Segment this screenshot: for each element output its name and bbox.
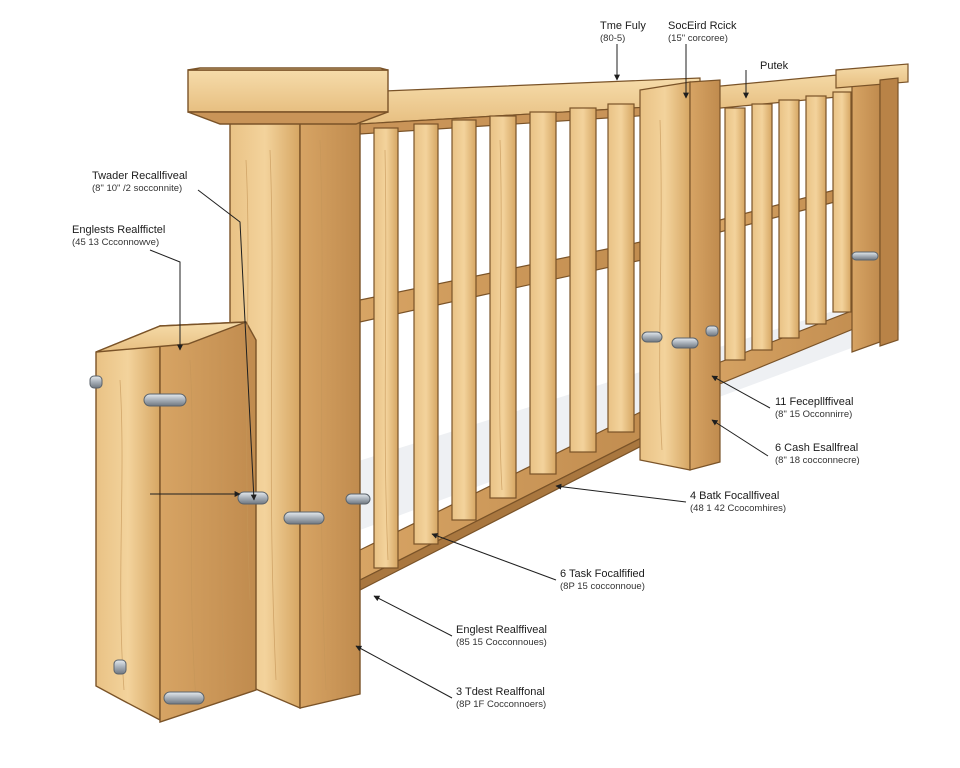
baluster [778,99,800,339]
baluster [724,107,746,361]
label-englests-top: Englests Realffictel (45 13 Ccconnowve) [72,224,165,249]
baluster [451,119,477,521]
label-sub: (80-5) [600,33,626,45]
bracket [641,331,663,343]
bracket [851,251,879,261]
bracket [143,393,187,407]
label-6-cash: 6 Cash Esallfreal (8" 18 cocconnecre) [775,442,860,467]
bracket [345,493,371,505]
label-title: 6 Task Focalfified [560,568,645,580]
label-title: Twader Recallfiveal [92,170,188,182]
bracket [163,691,205,705]
label-post-right: Putek [760,60,788,73]
bracket [89,375,103,389]
leader-lines [149,44,771,699]
bracket [671,337,699,349]
baluster [805,95,827,325]
baluster [413,123,439,545]
label-sub: (8" 18 cocconnecre) [775,455,860,467]
baluster [751,103,773,351]
label-twader: Twader Recallfiveal (8" 10" /2 socconnit… [92,170,187,195]
label-sub: (48 1 42 Ccocomhires) [690,503,787,515]
label-sub: (45 13 Ccconnowve) [72,237,160,249]
baluster [529,111,557,475]
label-4-back: 4 Batk Focallfiveal (48 1 42 Ccocomhires… [690,490,786,515]
bracket [705,325,719,337]
label-6-task: 6 Task Focalfified (8P 15 cocconnoue) [560,568,645,593]
label-englests-bottom: Englest Realffiveal (85 15 Cocconnoues) [456,624,547,649]
label-title: 3 Tdest Realffonal [456,686,545,698]
left-block [95,321,257,723]
label-title: Englest Realffiveal [456,624,547,636]
baluster [832,91,852,313]
metal-brackets [89,251,879,705]
center-post [639,79,721,471]
label-side-rail: SocEird Rcick (15" corcoree) [668,20,736,45]
label-title: 6 Cash Esallfreal [775,442,859,454]
bracket [237,491,269,505]
label-sub: (85 15 Cocconnoues) [456,637,547,649]
label-title: Englests Realffictel [72,224,166,236]
baluster [607,103,635,433]
label-top-rail: Tme Fuly (80-5) [600,20,646,45]
label-sub: (8P 1F Cocconnoers) [456,699,547,711]
baluster [489,115,517,499]
bracket [283,511,325,525]
label-3-tdest: 3 Tdest Realffonal (8P 1F Cocconnoers) [456,686,546,711]
bracket [113,659,127,675]
label-11: 11 Fecepllffiveal (8" 15 Occonnirre) [775,396,853,421]
label-sub: (8P 15 cocconnoue) [560,581,645,593]
label-title: SocEird Rcick [668,20,737,32]
label-sub: (8" 10" /2 socconnite) [92,183,183,195]
right-section [699,63,909,393]
wood-grain [119,119,663,701]
label-title: Putek [760,60,789,72]
label-title: 11 Fecepllffiveal [775,396,854,408]
label-sub: (8" 15 Occonnirre) [775,409,853,421]
label-title: 4 Batk Focallfiveal [690,490,780,502]
label-title: Tme Fuly [600,20,646,32]
label-sub: (15" corcoree) [668,33,728,45]
baluster [569,107,597,453]
